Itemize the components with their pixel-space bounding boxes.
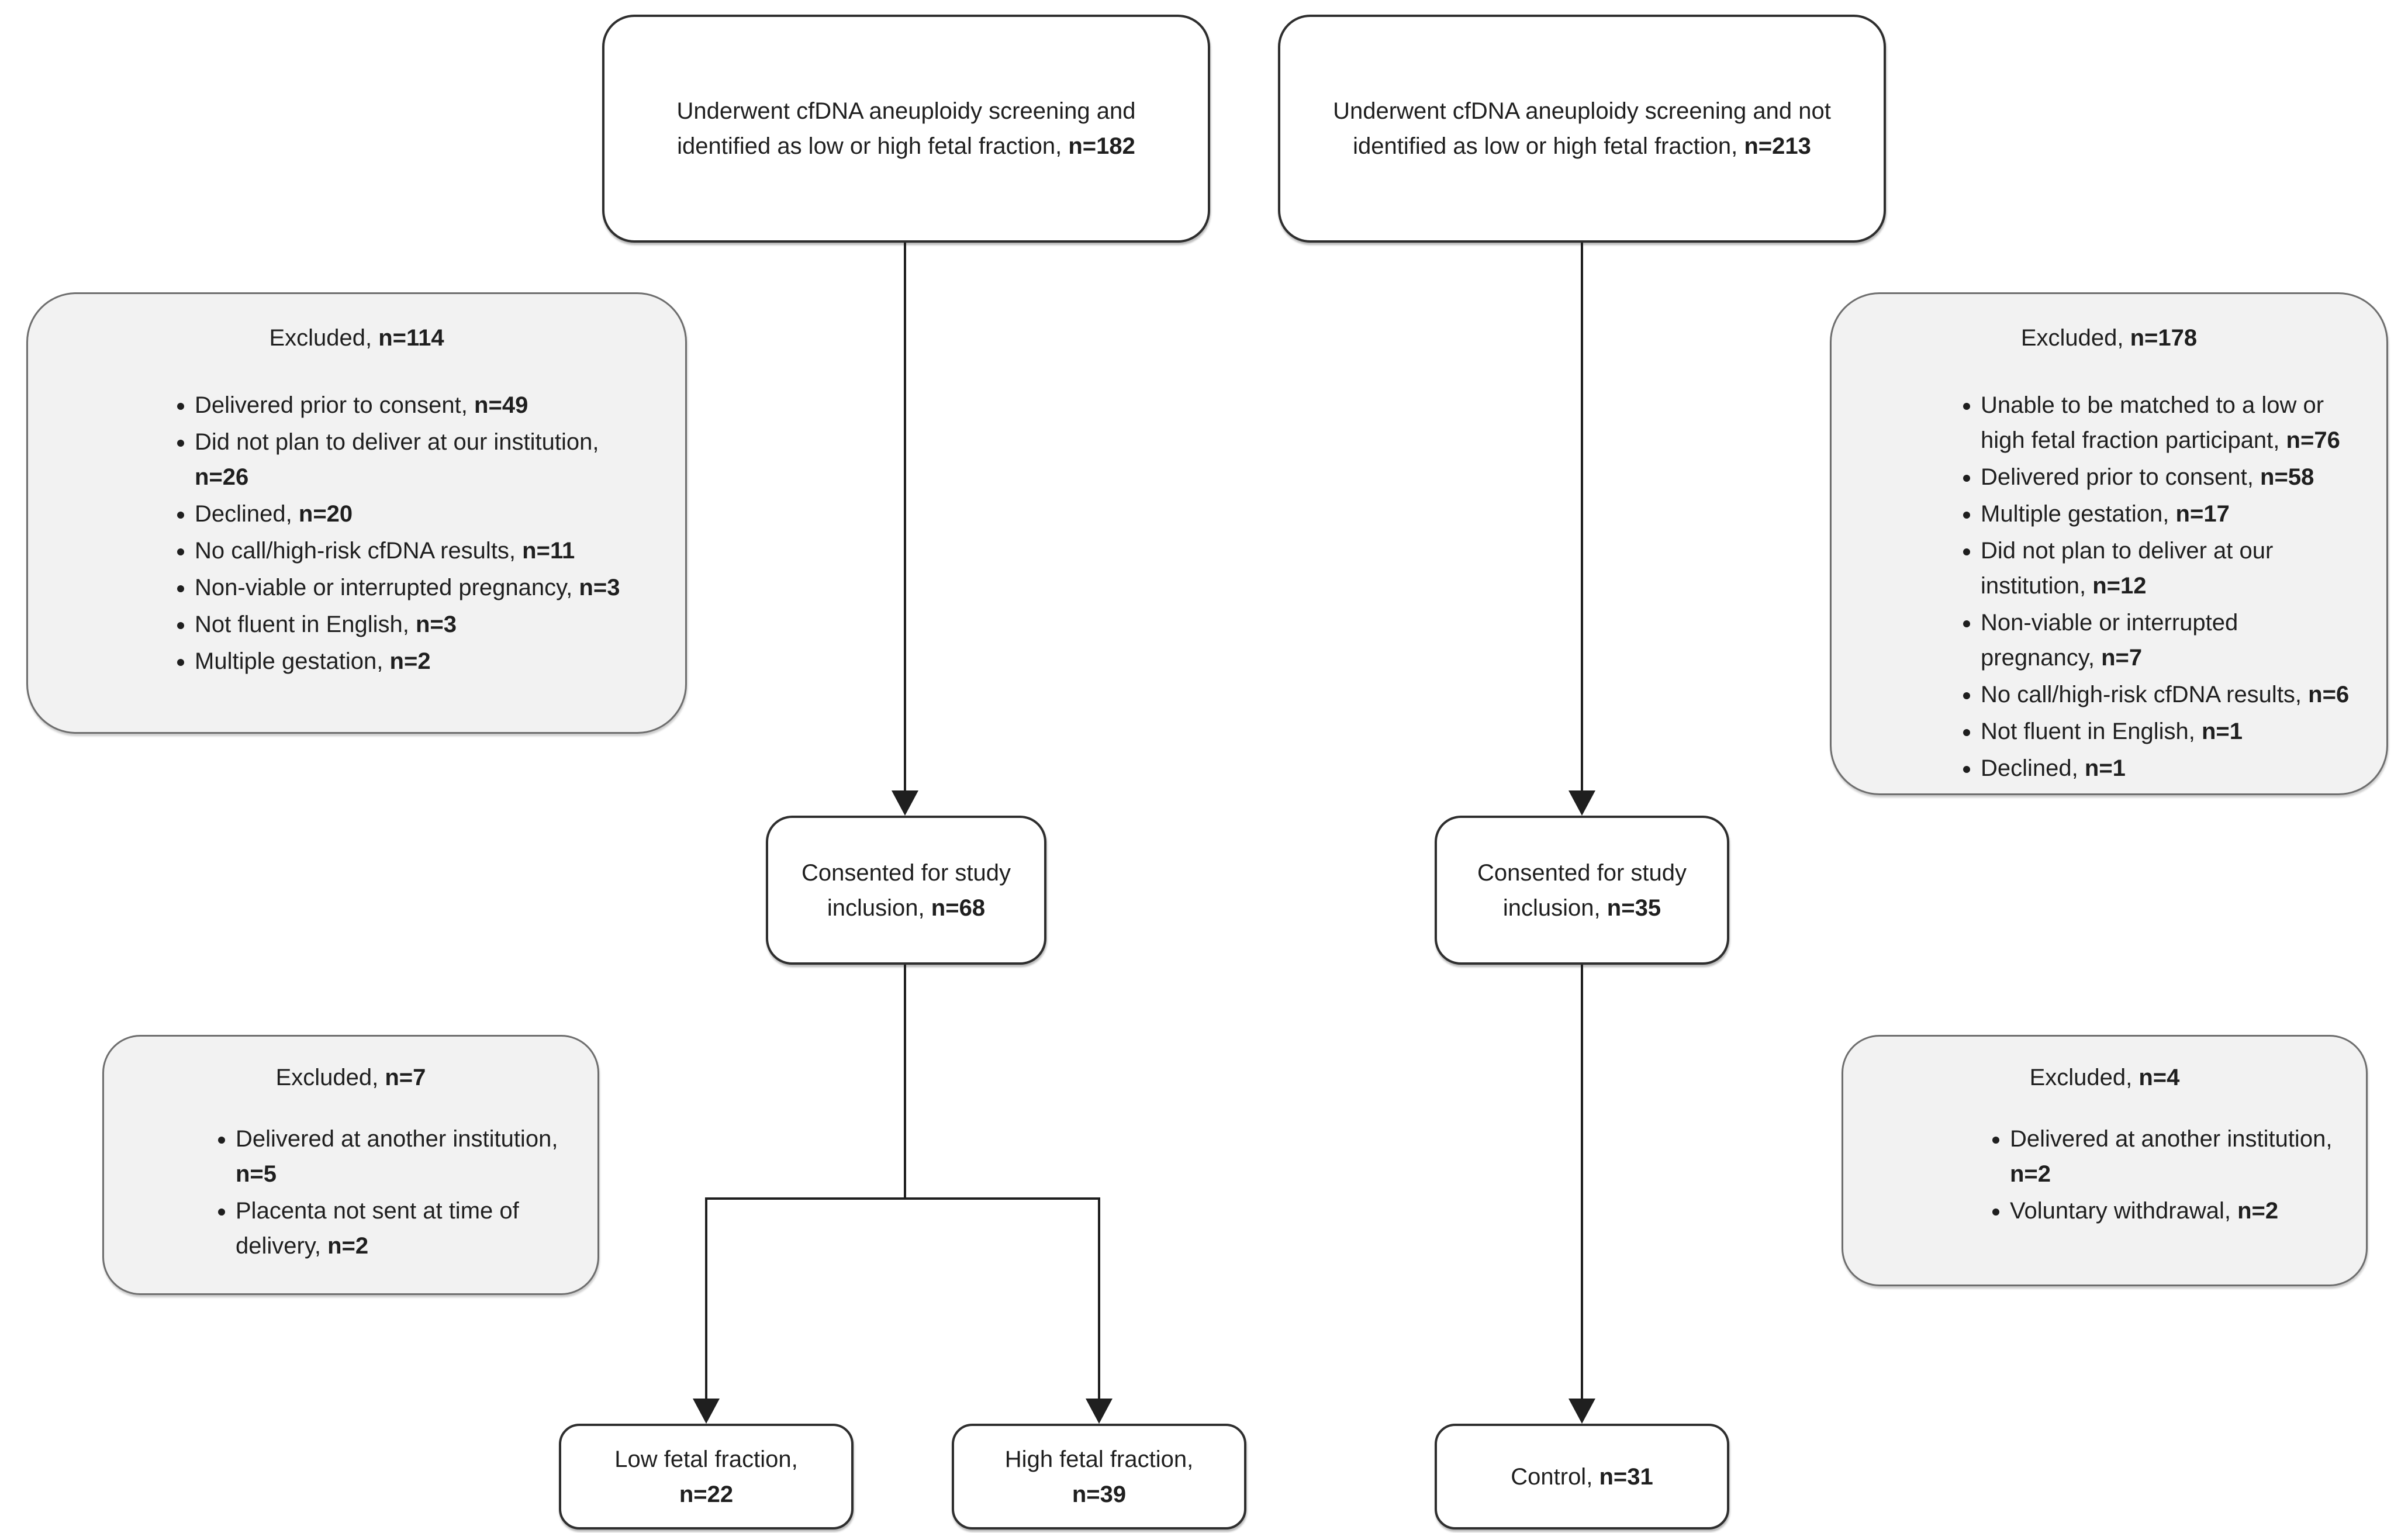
excluded-item: Non-viable or interrupted pregnancy, n=3	[195, 570, 653, 605]
excluded-item: Voluntary withdrawal, n=2	[2010, 1193, 2334, 1228]
excluded-item: Placenta not sent at time of delivery, n…	[236, 1193, 565, 1263]
excluded-item: Delivered at another institution, n=2	[2010, 1121, 2334, 1192]
box-high-fetal-fraction-text: High fetal fraction, n=39	[1004, 1446, 1194, 1507]
excluded-lower-right-list: Delivered at another institution, n=2 Vo…	[1875, 1121, 2334, 1228]
excluded-item: Delivered prior to consent, n=49	[195, 388, 653, 423]
box-low-fetal-fraction-text: Low fetal fraction, n=22	[614, 1446, 798, 1507]
excluded-lower-left-title: Excluded, n=7	[275, 1065, 426, 1090]
connector-branch-high-ff	[1098, 1199, 1100, 1399]
excluded-item: Unable to be matched to a low or high fe…	[1981, 388, 2354, 458]
box-consented-right-text: Consented for study inclusion, n=35	[1477, 859, 1687, 921]
box-screened-not-identified: Underwent cfDNA aneuploidy screening and…	[1278, 15, 1886, 243]
connector-consented-to-control	[1581, 965, 1583, 1399]
arrowhead-high-fetal-fraction	[1086, 1399, 1113, 1424]
arrowhead-control	[1569, 1399, 1595, 1424]
connector-screened-to-consented-left	[904, 243, 906, 795]
excluded-item: Declined, n=20	[195, 496, 653, 531]
box-consented-right: Consented for study inclusion, n=35	[1435, 816, 1729, 965]
connector-branch-horizontal	[705, 1197, 1100, 1200]
connector-screened-to-consented-right	[1581, 243, 1583, 795]
excluded-item: No call/high-risk cfDNA results, n=6	[1981, 677, 2354, 712]
connector-consented-left-stem	[904, 965, 906, 1199]
box-low-fetal-fraction: Low fetal fraction, n=22	[559, 1424, 854, 1529]
excluded-right-title: Excluded, n=178	[2020, 325, 2198, 351]
box-consented-left-text: Consented for study inclusion, n=68	[801, 859, 1011, 921]
excluded-item: Delivered prior to consent, n=58	[1981, 460, 2354, 495]
excluded-item: Non-viable or interrupted pregnancy, n=7	[1981, 605, 2354, 675]
excluded-item: Did not plan to deliver at our instituti…	[195, 424, 653, 495]
excluded-item: Multiple gestation, n=2	[195, 644, 653, 679]
excluded-lower-right-title: Excluded, n=4	[2029, 1065, 2180, 1090]
excluded-item: Declined, n=1	[1981, 751, 2354, 786]
box-excluded-postconsent-right: Excluded, n=4 Delivered at another insti…	[1842, 1035, 2368, 1286]
excluded-left-title: Excluded, n=114	[269, 325, 444, 351]
box-excluded-prescreen-left: Excluded, n=114 Delivered prior to conse…	[26, 292, 687, 734]
arrowhead-low-fetal-fraction	[693, 1399, 720, 1424]
excluded-item: Delivered at another institution, n=5	[236, 1121, 565, 1192]
connector-branch-low-ff	[705, 1199, 707, 1399]
arrowhead-consented-left	[892, 790, 918, 816]
excluded-left-list: Delivered prior to consent, n=49 Did not…	[60, 388, 653, 679]
excluded-lower-left-list: Delivered at another institution, n=5 Pl…	[136, 1121, 565, 1263]
excluded-right-list: Unable to be matched to a low or high fe…	[1864, 388, 2354, 786]
excluded-item: Not fluent in English, n=1	[1981, 714, 2354, 749]
box-screened-identified: Underwent cfDNA aneuploidy screening and…	[602, 15, 1210, 243]
box-control-text: Control, n=31	[1511, 1463, 1653, 1490]
arrowhead-consented-right	[1569, 790, 1595, 816]
box-consented-left: Consented for study inclusion, n=68	[766, 816, 1046, 965]
box-excluded-prescreen-right: Excluded, n=178 Unable to be matched to …	[1830, 292, 2388, 795]
box-control: Control, n=31	[1435, 1424, 1729, 1529]
box-high-fetal-fraction: High fetal fraction, n=39	[952, 1424, 1246, 1529]
excluded-item: Not fluent in English, n=3	[195, 607, 653, 642]
excluded-item: Did not plan to deliver at our instituti…	[1981, 533, 2354, 603]
box-screened-not-identified-text: Underwent cfDNA aneuploidy screening and…	[1333, 98, 1831, 159]
excluded-item: Multiple gestation, n=17	[1981, 496, 2354, 531]
excluded-item: No call/high-risk cfDNA results, n=11	[195, 533, 653, 568]
box-screened-identified-text: Underwent cfDNA aneuploidy screening and…	[676, 98, 1136, 159]
box-excluded-postconsent-left: Excluded, n=7 Delivered at another insti…	[102, 1035, 599, 1295]
